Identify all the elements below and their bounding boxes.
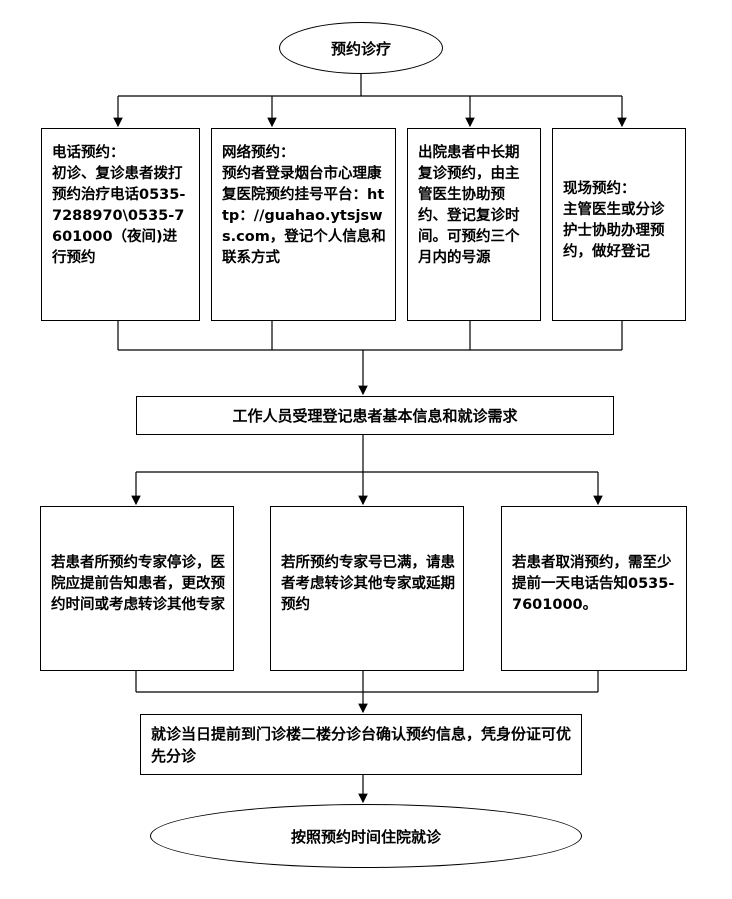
- phone-booking-box: 电话预约： 初诊、复诊患者拨打预约治疗电话0535-7288970\0535-7…: [41, 128, 200, 321]
- expert-suspended-box: 若患者所预约专家停诊，医院应提前告知患者，更改预约时间或考虑转诊其他专家: [40, 506, 234, 671]
- start-node: 预约诊疗: [279, 22, 443, 74]
- discharged-followup-box: 出院患者中长期复诊预约，由主管医生协助预约、登记复诊时间。可预约三个月内的号源: [407, 128, 541, 321]
- expert-full-box: 若所预约专家号已满，请患者考虑转诊其他专家或延期预约: [270, 506, 464, 671]
- registration-step: 工作人员受理登记患者基本信息和就诊需求: [136, 396, 614, 435]
- cancellation-box: 若患者取消预约，需至少提前一天电话告知0535-7601000。: [501, 506, 687, 671]
- onsite-booking-box: 现场预约： 主管医生或分诊护士协助办理预约，做好登记: [552, 128, 686, 321]
- online-booking-box: 网络预约： 预约者登录烟台市心理康复医院预约挂号平台：http：//guahao…: [211, 128, 396, 321]
- end-node: 按照预约时间住院就诊: [150, 804, 582, 868]
- confirmation-step: 就诊当日提前到门诊楼二楼分诊台确认预约信息，凭身份证可优先分诊: [140, 714, 582, 775]
